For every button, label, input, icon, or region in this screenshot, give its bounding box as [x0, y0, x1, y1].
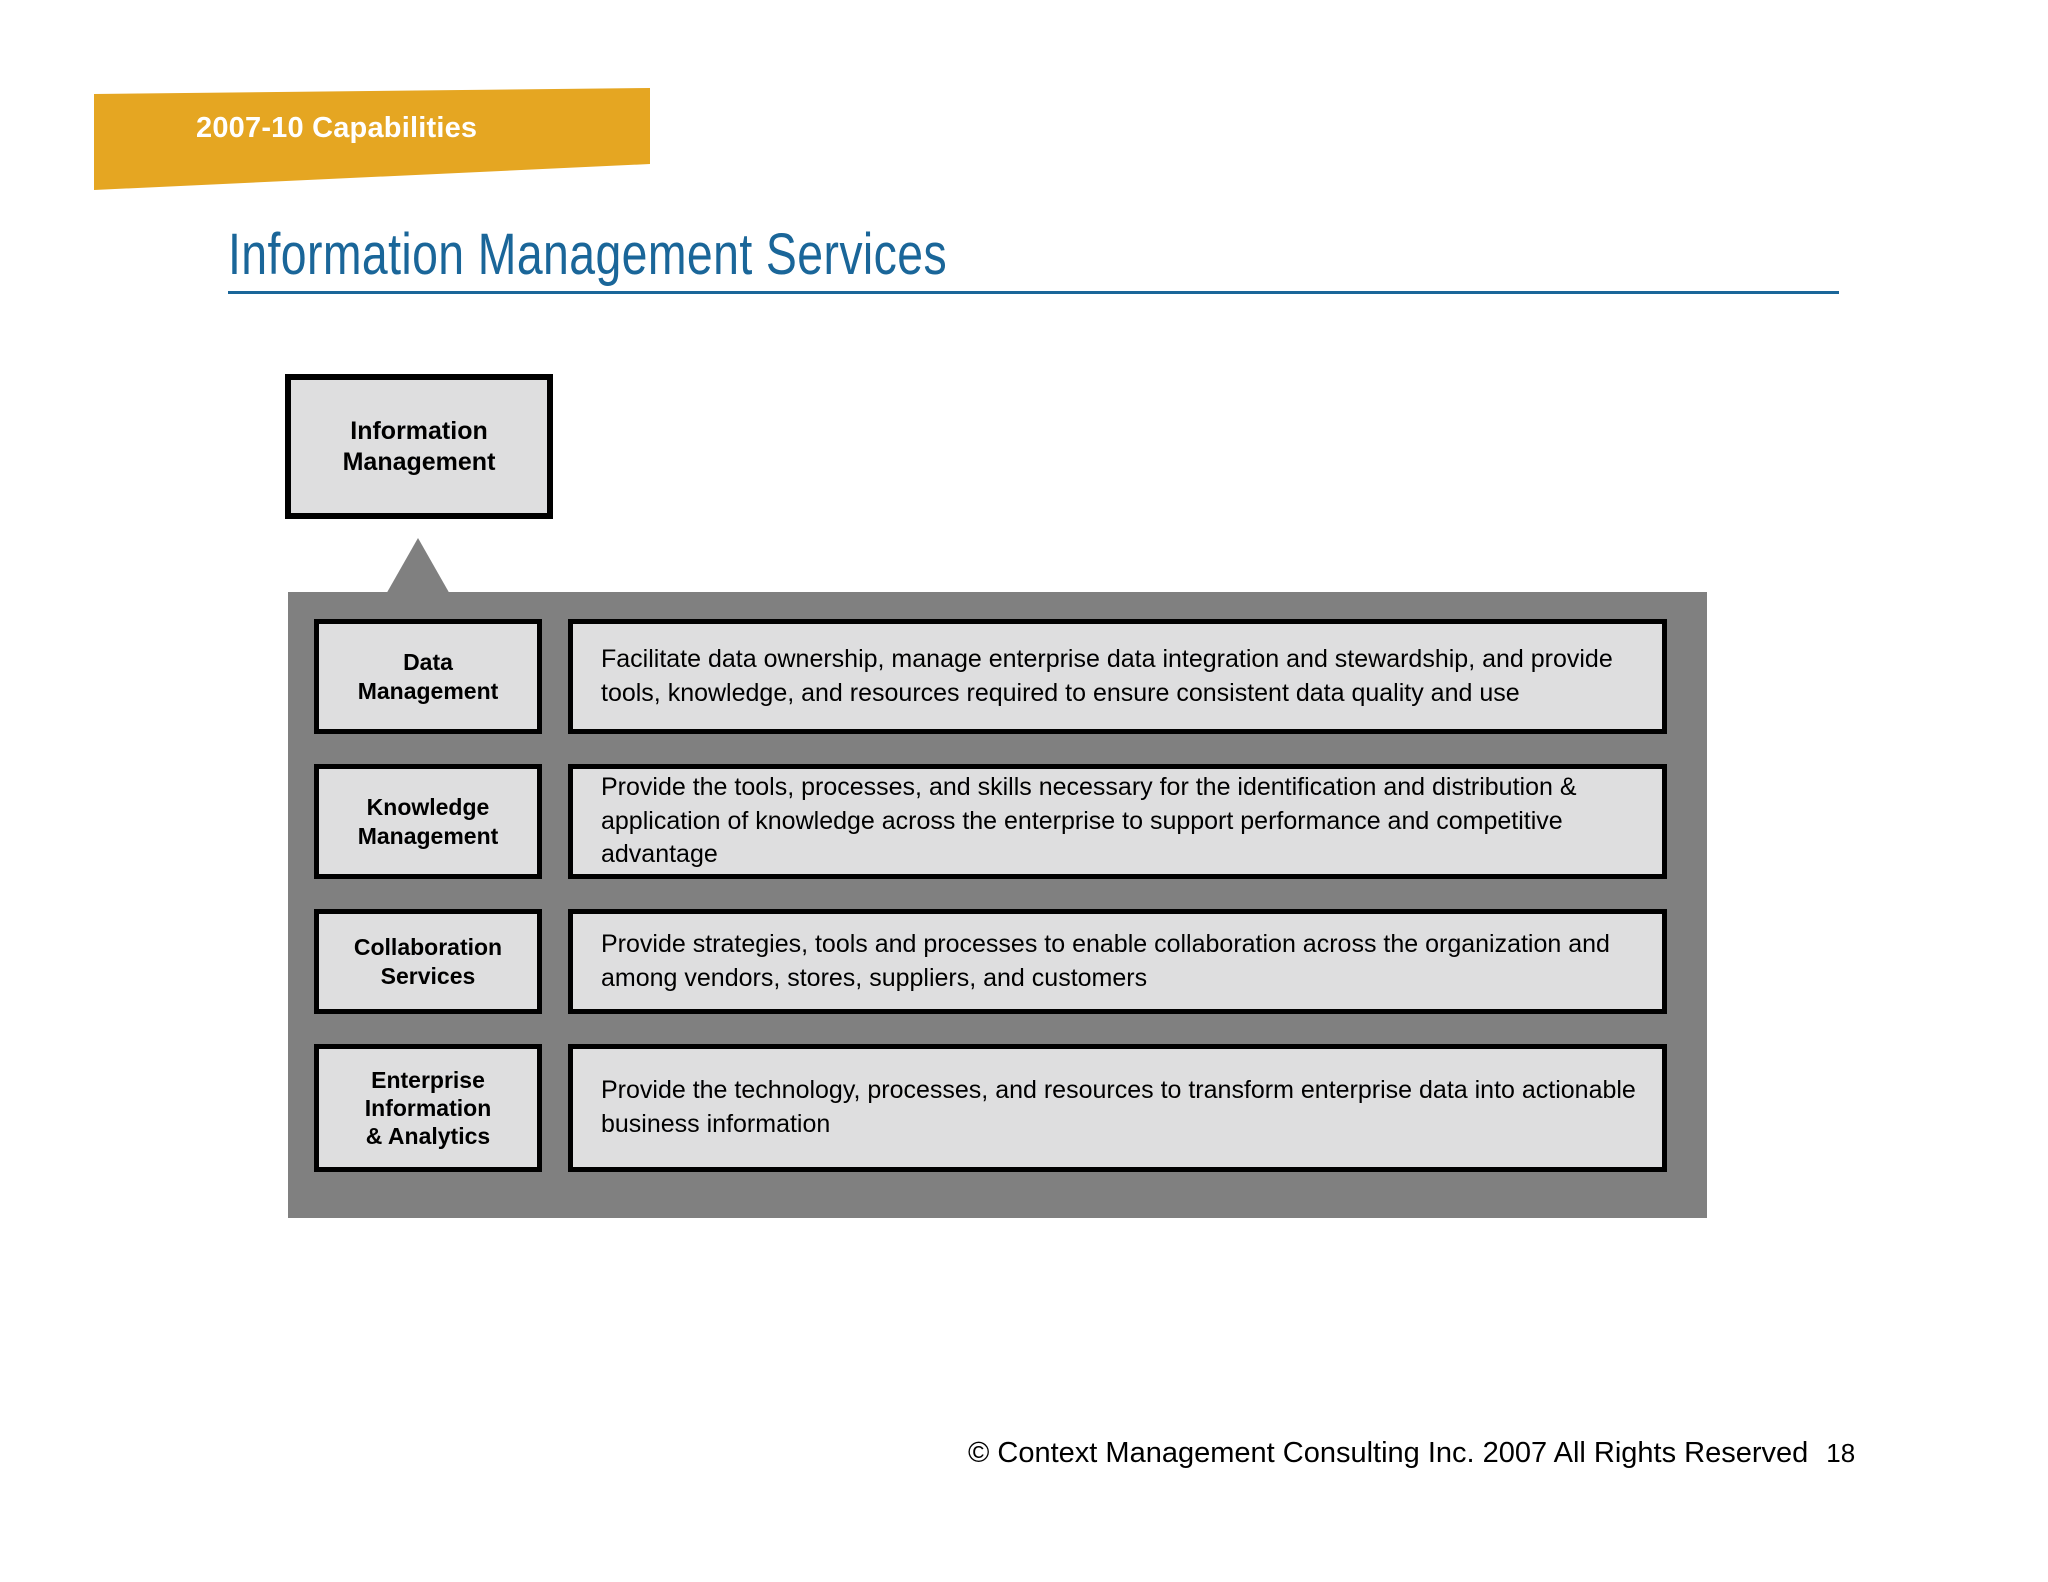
row-label-line2: Services: [380, 962, 476, 989]
page-number: 18: [1826, 1438, 1856, 1468]
row-label-data-management[interactable]: Data Management: [314, 619, 542, 734]
row-label-collaboration-services[interactable]: Collaboration Services: [314, 909, 542, 1014]
banner-label: 2007-10 Capabilities: [196, 112, 478, 144]
up-arrow-icon: [385, 538, 451, 596]
node-label-line1: Information: [350, 417, 488, 445]
node-label: Information Management: [343, 416, 496, 477]
title-underline: [228, 291, 1839, 294]
table-row: Data Management Facilitate data ownershi…: [314, 619, 1667, 734]
banner-shape: [94, 88, 650, 190]
row-description-enterprise-information-analytics: Provide the technology, processes, and r…: [568, 1044, 1667, 1172]
row-label-line1: Data: [403, 649, 453, 676]
table-row: Knowledge Management Provide the tools, …: [314, 764, 1667, 879]
row-label-enterprise-information-analytics[interactable]: Enterprise Information & Analytics: [314, 1044, 542, 1172]
row-label-knowledge-management[interactable]: Knowledge Management: [314, 764, 542, 879]
copyright-text: © Context Management Consulting Inc. 200…: [968, 1437, 1809, 1469]
table-row: Enterprise Information & Analytics Provi…: [314, 1044, 1667, 1172]
row-label-line1: Knowledge: [366, 794, 490, 821]
row-label-line2: Management: [357, 822, 499, 849]
row-label-line3: & Analytics: [365, 1123, 491, 1150]
row-description-data-management: Facilitate data ownership, manage enterp…: [568, 619, 1667, 734]
table-row: Collaboration Services Provide strategie…: [314, 909, 1667, 1014]
row-label-line1: Collaboration: [353, 934, 503, 961]
node-label-line2: Management: [342, 447, 496, 476]
row-label-line2: Management: [357, 677, 499, 704]
row-description-collaboration-services: Provide strategies, tools and processes …: [568, 909, 1667, 1014]
row-label-line2: Information: [364, 1094, 492, 1121]
page-title: Information Management Services: [228, 222, 948, 287]
row-description-knowledge-management: Provide the tools, processes, and skills…: [568, 764, 1667, 879]
row-label-line1: Enterprise: [371, 1066, 485, 1093]
footer: © Context Management Consulting Inc. 200…: [968, 1437, 1855, 1470]
node-information-management[interactable]: Information Management: [285, 374, 553, 519]
capability-panel: Data Management Facilitate data ownershi…: [288, 592, 1707, 1218]
